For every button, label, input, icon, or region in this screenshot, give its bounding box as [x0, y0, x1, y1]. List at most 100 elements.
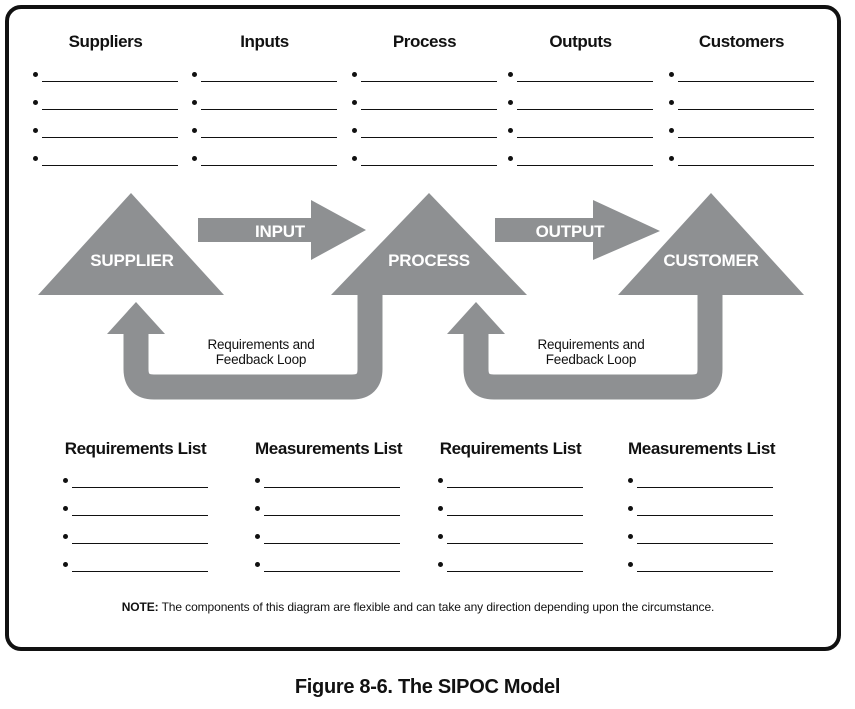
blank-rule: [361, 165, 497, 166]
blank-rule: [678, 165, 814, 166]
figure-caption: Figure 8-6. The SIPOC Model: [294, 676, 561, 698]
blank-line: [508, 54, 653, 82]
blank-rule: [361, 137, 497, 138]
blank-lines: [255, 460, 400, 572]
note-text: The components of this diagram are flexi…: [158, 600, 715, 614]
blank-rule: [361, 81, 497, 82]
process-triangle-label: PROCESS: [388, 251, 470, 270]
column-inputs: Inputs: [192, 33, 337, 166]
blank-line: [438, 488, 583, 516]
note-label: NOTE:: [121, 600, 159, 614]
bullet-dot: [669, 100, 674, 105]
bullet-dot: [192, 72, 197, 77]
blank-line: [438, 460, 583, 488]
blank-rule: [42, 81, 178, 82]
blank-line: [192, 82, 337, 110]
column-measurements-list-2: Measurements List: [628, 440, 776, 572]
left-feedback-loop-label: Requirements and Feedback Loop: [181, 337, 341, 367]
bullet-dot: [33, 72, 38, 77]
blank-rule: [42, 137, 178, 138]
bullet-dot: [508, 100, 513, 105]
blank-line: [63, 516, 208, 544]
blank-lines: [669, 54, 814, 166]
blank-line: [33, 138, 178, 166]
blank-line: [255, 460, 400, 488]
bullet-dot: [438, 478, 443, 483]
blank-rule: [637, 515, 773, 516]
blank-line: [63, 460, 208, 488]
bullet-dot: [352, 100, 357, 105]
right-feedback-loop-label-line2: Feedback Loop: [545, 352, 637, 367]
blank-line: [255, 544, 400, 572]
bullet-dot: [628, 562, 633, 567]
blank-rule: [517, 137, 653, 138]
bullet-dot: [438, 534, 443, 539]
blank-rule: [361, 109, 497, 110]
blank-line: [33, 54, 178, 82]
blank-rule: [72, 515, 208, 516]
blank-rule: [517, 81, 653, 82]
bullet-dot: [192, 156, 197, 161]
blank-rule: [637, 487, 773, 488]
blank-line: [63, 544, 208, 572]
blank-rule: [201, 165, 337, 166]
blank-rule: [517, 165, 653, 166]
diagram-note: NOTE: The components of this diagram are…: [25, 600, 811, 614]
bullet-dot: [508, 128, 513, 133]
bullet-dot: [438, 562, 443, 567]
bullet-dot: [352, 128, 357, 133]
bullet-dot: [63, 562, 68, 567]
column-measurements-list-1: Measurements List: [255, 440, 403, 572]
blank-line: [352, 138, 497, 166]
bullet-dot: [63, 478, 68, 483]
bullet-dot: [352, 72, 357, 77]
blank-lines: [63, 460, 208, 572]
bullet-dot: [192, 100, 197, 105]
bullet-dot: [669, 128, 674, 133]
blank-rule: [201, 137, 337, 138]
blank-line: [669, 82, 814, 110]
blank-line: [33, 110, 178, 138]
column-header-inputs: Inputs: [240, 32, 289, 51]
column-header-outputs: Outputs: [549, 32, 612, 51]
blank-rule: [264, 571, 400, 572]
blank-rule: [201, 109, 337, 110]
blank-rule: [264, 487, 400, 488]
column-header-suppliers: Suppliers: [68, 32, 143, 51]
blank-rule: [678, 81, 814, 82]
column-requirements-list-1: Requirements List: [63, 440, 208, 572]
blank-line: [669, 110, 814, 138]
blank-lines: [33, 54, 178, 166]
blank-line: [192, 110, 337, 138]
blank-line: [508, 110, 653, 138]
blank-rule: [72, 543, 208, 544]
column-customers: Customers: [669, 33, 814, 166]
blank-rule: [42, 109, 178, 110]
bullet-dot: [33, 156, 38, 161]
bullet-dot: [33, 128, 38, 133]
blank-line: [669, 138, 814, 166]
blank-line: [255, 516, 400, 544]
blank-line: [438, 544, 583, 572]
customer-triangle-label: CUSTOMER: [663, 251, 759, 270]
column-header-requirements-2: Requirements List: [439, 439, 582, 458]
column-suppliers: Suppliers: [33, 33, 178, 166]
bullet-dot: [63, 534, 68, 539]
blank-lines: [628, 460, 773, 572]
blank-line: [628, 460, 773, 488]
bullet-dot: [255, 506, 260, 511]
blank-lines: [352, 54, 497, 166]
bullet-dot: [352, 156, 357, 161]
blank-line: [192, 138, 337, 166]
supplier-triangle-label: SUPPLIER: [90, 251, 174, 270]
bullet-dot: [508, 156, 513, 161]
bullet-dot: [628, 534, 633, 539]
blank-line: [352, 54, 497, 82]
blank-line: [63, 488, 208, 516]
blank-rule: [678, 109, 814, 110]
column-outputs: Outputs: [508, 33, 653, 166]
bullet-dot: [628, 478, 633, 483]
blank-line: [438, 516, 583, 544]
column-header-process: Process: [392, 32, 457, 51]
